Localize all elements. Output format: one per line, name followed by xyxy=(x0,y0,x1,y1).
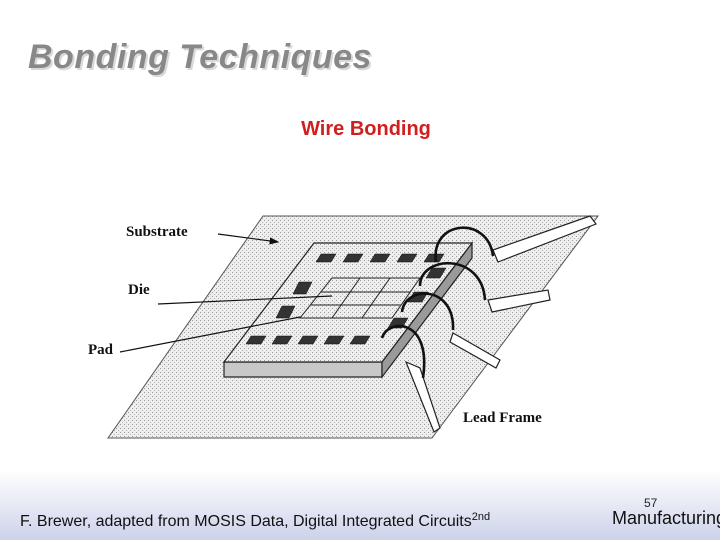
footer-credit: F. Brewer, adapted from MOSIS Data, Digi… xyxy=(20,511,490,531)
substrate-label: Substrate xyxy=(126,224,188,240)
bonding-pads xyxy=(245,253,447,345)
pad xyxy=(423,253,445,263)
pad xyxy=(323,335,345,345)
pad xyxy=(396,253,418,263)
pad xyxy=(297,335,319,345)
pad xyxy=(369,253,391,263)
die-leader xyxy=(157,295,333,305)
footer-credit-superscript: 2nd xyxy=(471,511,491,523)
pad xyxy=(349,335,371,345)
pad xyxy=(292,281,313,295)
page-number: 57 xyxy=(644,496,658,510)
pad xyxy=(245,335,267,345)
figure-subtitle: Wire Bonding xyxy=(301,118,431,140)
footer-credit-text: F. Brewer, adapted from MOSIS Data, Digi… xyxy=(20,513,472,530)
slide-title: Bonding Techniques xyxy=(28,38,372,76)
die-top xyxy=(222,242,474,363)
wire-bonding-diagram xyxy=(107,215,599,439)
footer-section-label: Manufacturing xyxy=(612,508,720,528)
pad xyxy=(315,253,337,263)
pad-label: Pad xyxy=(88,342,114,358)
die-label: Die xyxy=(128,282,150,298)
bond-wires xyxy=(380,226,495,379)
die-circuit-grid xyxy=(298,277,421,319)
substrate-leader xyxy=(217,233,280,245)
pad xyxy=(342,253,364,263)
lead-frame-label: Lead Frame xyxy=(463,410,542,426)
pad xyxy=(275,305,296,319)
pad xyxy=(425,267,447,279)
lead-frame-fingers xyxy=(404,215,597,433)
die-side-front xyxy=(223,361,383,378)
footer-band xyxy=(0,470,720,540)
pad xyxy=(271,335,293,345)
pad-leader xyxy=(119,316,301,353)
leader-lines xyxy=(119,233,333,353)
